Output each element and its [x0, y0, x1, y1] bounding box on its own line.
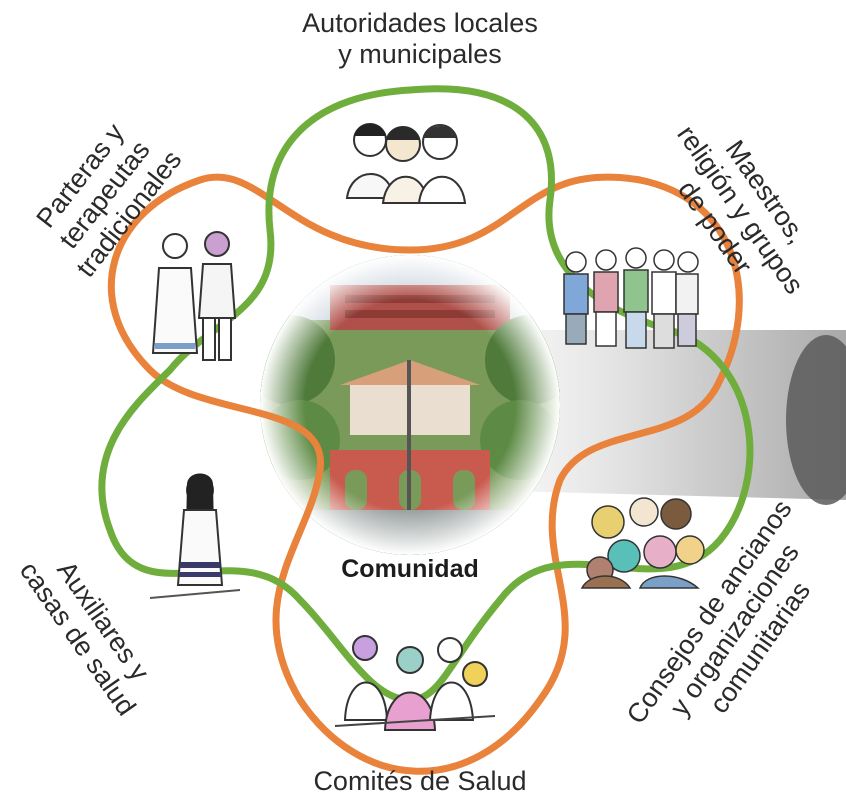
health-committee-illustration [334, 635, 496, 731]
traditional-midwives-illustration [151, 231, 237, 361]
orange-loop [107, 173, 743, 775]
town-plaza-photo [260, 255, 560, 555]
node-label-top: Autoridades locales y municipales [302, 8, 538, 70]
group-of-people-illustration [563, 247, 699, 349]
woman-standing-illustration [149, 473, 241, 599]
node-label-bottom: Comités de Salud [313, 766, 527, 796]
elders-crowd-illustration [580, 497, 705, 589]
people-talking-illustration [345, 123, 467, 204]
center-label: Comunidad [341, 555, 479, 583]
